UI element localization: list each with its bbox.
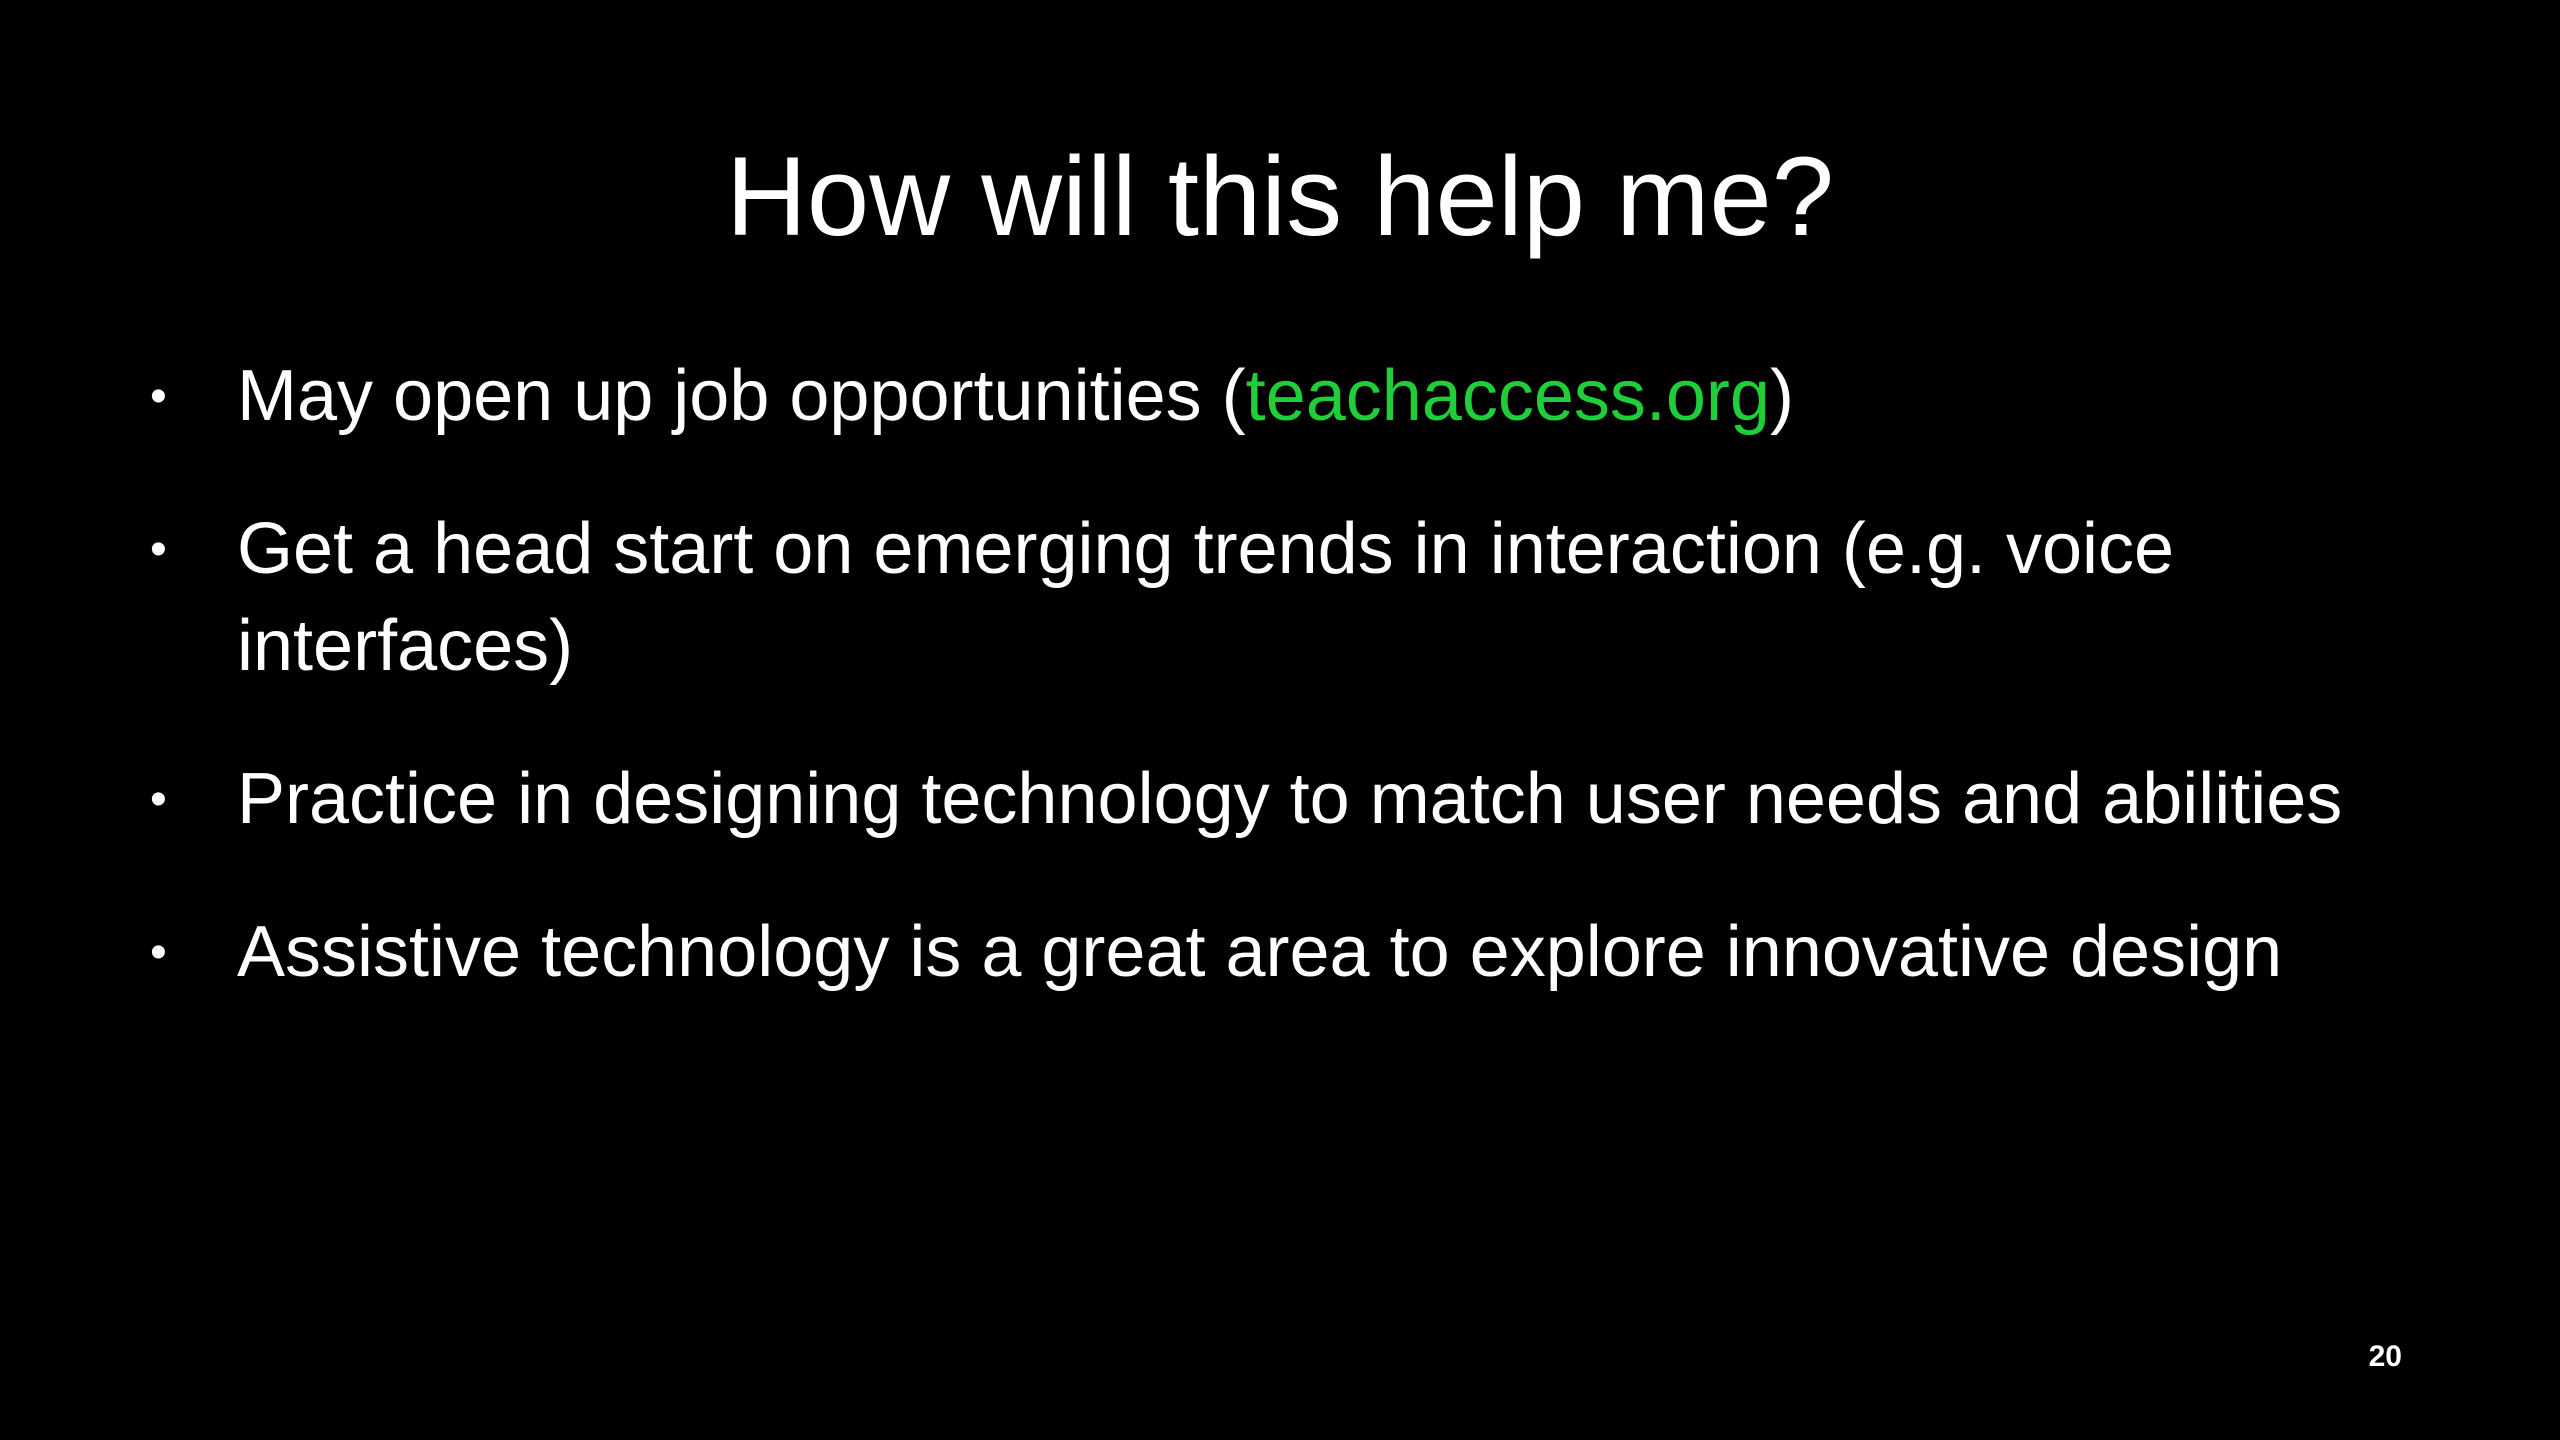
bullet-text-end: ) — [1769, 356, 1794, 436]
bullet-item-practice-designing: • Practice in designing technology to ma… — [150, 751, 2450, 848]
bullet-item-job-opportunities: • May open up job opportunities (teachac… — [150, 348, 2450, 445]
teachaccess-link[interactable]: teachaccess.org — [1245, 356, 1770, 436]
bullet-text: May open up job opportunities ( — [237, 356, 1246, 436]
page-number: 20 — [2368, 1340, 2402, 1373]
bullet-text: Practice in designing technology to matc… — [237, 759, 2343, 839]
bullet-item-assistive-technology: • Assistive technology is a great area t… — [150, 904, 2450, 1001]
bullet-item-emerging-trends: • Get a head start on emerging trends in… — [150, 501, 2450, 695]
bullet-list: • May open up job opportunities (teachac… — [150, 348, 2450, 1057]
bullet-dot-icon: • — [150, 523, 167, 576]
slide-title: How will this help me? — [726, 134, 1834, 259]
bullet-dot-icon: • — [150, 370, 167, 423]
bullet-text: Assistive technology is a great area to … — [237, 912, 2283, 992]
bullet-dot-icon: • — [150, 926, 167, 979]
bullet-text: Get a head start on emerging trends in i… — [237, 509, 2175, 686]
bullet-dot-icon: • — [150, 773, 167, 826]
